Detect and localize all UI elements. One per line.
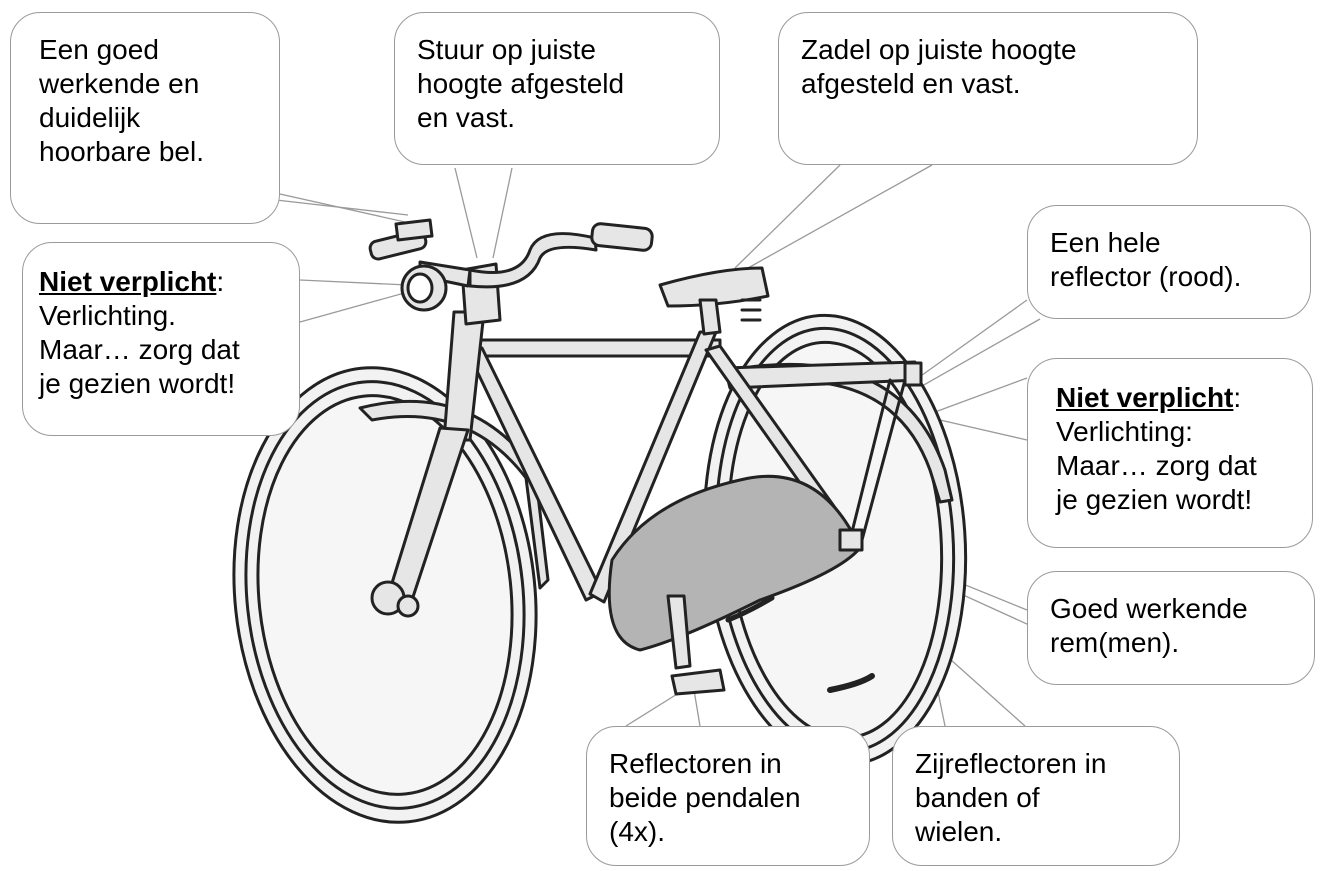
pointer-light-right	[934, 377, 1028, 413]
callout-side-reflectors-line: Zijreflectoren in	[915, 748, 1107, 779]
seatpost	[698, 298, 722, 336]
callout-bell-line: hoorbare bel.	[39, 136, 205, 167]
callout-handlebar-line: Stuur op juiste	[417, 34, 596, 65]
pointer-stuur-2	[492, 167, 513, 259]
callout-bell-line: werkende en	[39, 68, 200, 99]
callout-pedal-reflectors-line: Reflectoren in	[609, 748, 782, 779]
callout-bell: Een goed werkende en duidelijk hoorbare …	[10, 12, 280, 224]
pointer-stuur	[454, 167, 478, 259]
callout-handlebar-line: hoogte afgesteld	[417, 68, 625, 99]
callout-rear-reflector-line: reflector (rood).	[1050, 261, 1242, 292]
callout-rear-light: Niet verplicht: Verlichting: Maar… zorg …	[1027, 358, 1313, 548]
callout-saddle-line: afgesteld en vast.	[801, 68, 1021, 99]
pointer-pedal-2	[693, 689, 701, 727]
callout-handlebar-line: en vast.	[417, 102, 516, 133]
callout-rear-light-line: Verlichting:	[1056, 416, 1193, 447]
not-required-label: Niet verplicht	[39, 266, 217, 297]
callout-front-light-line: Verlichting.	[39, 300, 176, 331]
callout-bell-line: Een goed	[39, 34, 159, 65]
callout-pedal-reflectors-line: (4x).	[609, 816, 665, 847]
callout-side-reflectors-line: banden of	[915, 782, 1040, 813]
callout-rear-light-line: je gezien wordt!	[1056, 484, 1253, 515]
rear-brake	[838, 528, 864, 552]
front-mudguard	[358, 399, 550, 590]
callout-handlebar: Stuur op juiste hoogte afgesteld en vast…	[394, 12, 720, 165]
callout-side-reflectors: Zijreflectoren in banden of wielen.	[892, 726, 1180, 866]
front-hub-nut	[396, 594, 420, 618]
callout-saddle-line: Zadel op juiste hoogte	[801, 34, 1077, 65]
callout-front-light-line: Maar… zorg dat	[39, 334, 240, 365]
callout-bell-line: duidelijk	[39, 102, 141, 133]
colon: :	[1233, 382, 1242, 413]
pedal	[670, 668, 726, 696]
pointer-reflector	[917, 299, 1028, 379]
crank	[666, 594, 692, 670]
callout-side-reflectors-line: wielen.	[915, 816, 1003, 847]
callout-rear-light-heading: Niet verplicht:	[1056, 381, 1290, 415]
pointer-reflector-2	[921, 318, 1041, 387]
callout-brakes-line: rem(men).	[1050, 627, 1180, 658]
callout-rear-reflector: Een hele reflector (rood).	[1027, 205, 1311, 319]
callout-saddle: Zadel op juiste hoogte afgesteld en vast…	[778, 12, 1198, 165]
callout-rear-reflector-line: Een hele	[1050, 227, 1161, 258]
callout-front-light-heading: Niet verplicht:	[39, 265, 277, 299]
callout-brakes-line: Goed werkende	[1050, 593, 1248, 624]
bell	[394, 218, 434, 242]
callout-brakes: Goed werkende rem(men).	[1027, 571, 1315, 685]
not-required-label: Niet verplicht	[1056, 382, 1234, 413]
pointer-bell-2	[275, 199, 409, 216]
colon: :	[216, 266, 225, 297]
rack-stays	[848, 378, 907, 542]
callout-pedal-reflectors-line: beide pendalen	[609, 782, 801, 813]
rear-reflector	[903, 361, 923, 387]
saddle	[658, 266, 770, 308]
pointer-light-left	[299, 279, 409, 286]
bicycle	[232, 218, 968, 824]
headlamp-lens	[406, 272, 434, 304]
handlebar	[468, 232, 598, 289]
pointer-zadel	[734, 164, 841, 269]
callout-rear-light-line: Maar… zorg dat	[1056, 450, 1257, 481]
pointer-light-left-2	[299, 291, 409, 323]
callout-front-light: Niet verplicht: Verlichting. Maar… zorg …	[22, 242, 300, 436]
callout-pedal-reflectors: Reflectoren in beide pendalen (4x).	[586, 726, 870, 866]
pointer-light-right-2	[939, 419, 1028, 441]
pointer-zadel-2	[747, 164, 933, 269]
right-grip	[590, 222, 654, 252]
saddle-springs	[740, 298, 762, 322]
callout-front-light-line: je gezien wordt!	[39, 368, 236, 399]
